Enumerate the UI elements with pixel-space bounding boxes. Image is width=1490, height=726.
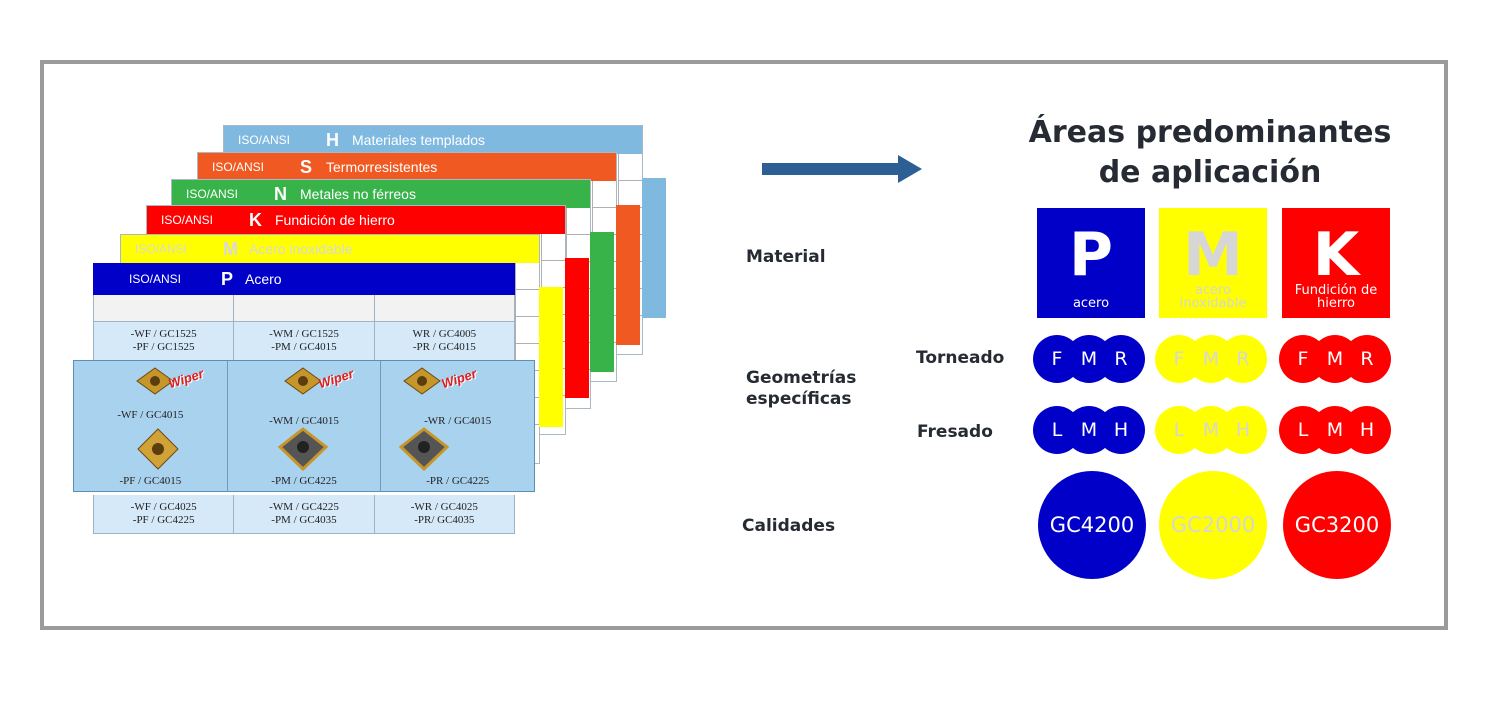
card-n-code: N bbox=[274, 183, 287, 204]
bottom-row: -WF / GC4025-PF / GC4225 -WM / GC4225-PM… bbox=[93, 495, 515, 534]
card-k-std: ISO/ANSI bbox=[161, 213, 214, 227]
card-m-std: ISO/ANSI bbox=[135, 242, 188, 256]
geometry-h: H bbox=[1219, 406, 1267, 454]
page-title: Áreas predominantes de aplicación bbox=[1028, 115, 1392, 190]
card-h-code: H bbox=[326, 129, 339, 150]
card-n-edge bbox=[590, 232, 614, 372]
highlight-cell-2: Wiper -WM / GC4015 -PM / GC4225 bbox=[228, 361, 382, 491]
card-s-label: Termorresistentes bbox=[326, 159, 438, 175]
turning-geometries-p: F M R bbox=[1033, 335, 1145, 383]
geometry-r: R bbox=[1219, 335, 1267, 383]
lower-grade-label: -PF / GC4015 bbox=[119, 475, 182, 487]
turning-geometries-m: F M R bbox=[1155, 335, 1267, 383]
square-insert-icon bbox=[277, 427, 328, 471]
blank-row bbox=[93, 295, 515, 322]
wiper-insert-icon bbox=[283, 367, 322, 395]
grade-k: GC3200 bbox=[1283, 471, 1391, 579]
milling-geometries-k: L M H bbox=[1279, 406, 1391, 454]
upper-grade-label: -WM / GC4015 bbox=[269, 415, 339, 427]
upper-grade-label: -WR / GC4015 bbox=[424, 415, 492, 427]
card-h-label: Materiales templados bbox=[352, 132, 486, 148]
fresado-label: Fresado bbox=[917, 422, 993, 442]
wiper-label: Wiper bbox=[439, 365, 479, 392]
upper-grade-label: -WF / GC4015 bbox=[117, 409, 184, 421]
card-p-label: Acero bbox=[245, 271, 282, 287]
square-insert-icon bbox=[399, 427, 450, 471]
milling-geometries-m: L M H bbox=[1155, 406, 1267, 454]
card-p-code: P bbox=[221, 268, 234, 289]
geometry-r: R bbox=[1343, 335, 1391, 383]
card-n-header: ISO/ANSI N Metales no férreos bbox=[172, 180, 590, 208]
geometry-h: H bbox=[1343, 406, 1391, 454]
turning-geometries-k: F M R bbox=[1279, 335, 1391, 383]
wiper-insert-icon bbox=[403, 367, 442, 395]
card-m-edge bbox=[539, 287, 563, 427]
bottom-cell-3: -WR / GC4025-PR/ GC4035 bbox=[375, 495, 515, 533]
top-row: -WF / GC1525-PF / GC1525 -WM / GC1525-PM… bbox=[93, 322, 515, 361]
wiper-insert-icon bbox=[136, 367, 174, 395]
card-s-std: ISO/ANSI bbox=[212, 160, 265, 174]
card-p-header: ISO/ANSI P Acero bbox=[93, 263, 515, 295]
material-label: Material bbox=[746, 247, 826, 267]
card-m-header: ISO/ANSI M Acero inoxidable bbox=[121, 235, 539, 263]
card-k-edge bbox=[565, 258, 589, 398]
bottom-cell-2: -WM / GC4225-PM / GC4035 bbox=[234, 495, 375, 533]
torneado-label: Torneado bbox=[916, 348, 1005, 368]
card-s-header: ISO/ANSI S Termorresistentes bbox=[198, 153, 616, 181]
card-p-std: ISO/ANSI bbox=[129, 272, 182, 286]
square-insert-icon bbox=[137, 428, 179, 470]
card-m-code: M bbox=[223, 238, 238, 259]
card-h-header: ISO/ANSI H Materiales templados bbox=[224, 126, 642, 154]
milling-geometries-p: L M H bbox=[1033, 406, 1145, 454]
card-n-label: Metales no férreos bbox=[300, 186, 416, 202]
calidades-label: Calidades bbox=[742, 516, 836, 536]
card-k-code: K bbox=[249, 209, 262, 230]
lower-grade-label: -PR / GC4225 bbox=[426, 475, 490, 487]
highlight-row: Wiper -WF / GC4015 -PF / GC4015 Wiper -W… bbox=[73, 360, 535, 492]
highlight-cell-3: Wiper -WR / GC4015 -PR / GC4225 bbox=[381, 361, 534, 491]
lower-grade-label: -PM / GC4225 bbox=[271, 475, 337, 487]
card-h-std: ISO/ANSI bbox=[238, 133, 291, 147]
highlight-cell-1: Wiper -WF / GC4015 -PF / GC4015 bbox=[74, 361, 228, 491]
card-s-edge bbox=[616, 205, 640, 345]
bottom-cell-1: -WF / GC4025-PF / GC4225 bbox=[93, 495, 235, 533]
top-cell-2: -WM / GC1525-PM / GC4015 bbox=[234, 322, 375, 360]
card-k-label: Fundición de hierro bbox=[275, 212, 395, 228]
card-n-std: ISO/ANSI bbox=[186, 187, 239, 201]
wiper-label: Wiper bbox=[316, 365, 356, 392]
card-h-edge bbox=[642, 178, 666, 318]
right-arrow-icon bbox=[762, 155, 922, 183]
grade-p: GC4200 bbox=[1038, 471, 1146, 579]
geometry-r: R bbox=[1097, 335, 1145, 383]
grade-m: GC2000 bbox=[1159, 471, 1267, 579]
card-m-label: Acero inoxidable bbox=[249, 241, 353, 257]
material-box-p: P acero bbox=[1037, 208, 1145, 318]
top-cell-1: -WF / GC1525-PF / GC1525 bbox=[93, 322, 235, 360]
geometry-h: H bbox=[1097, 406, 1145, 454]
card-s-code: S bbox=[300, 156, 313, 177]
top-cell-3: WR / GC4005-PR / GC4015 bbox=[375, 322, 515, 360]
card-k-header: ISO/ANSI K Fundición de hierro bbox=[147, 206, 565, 234]
